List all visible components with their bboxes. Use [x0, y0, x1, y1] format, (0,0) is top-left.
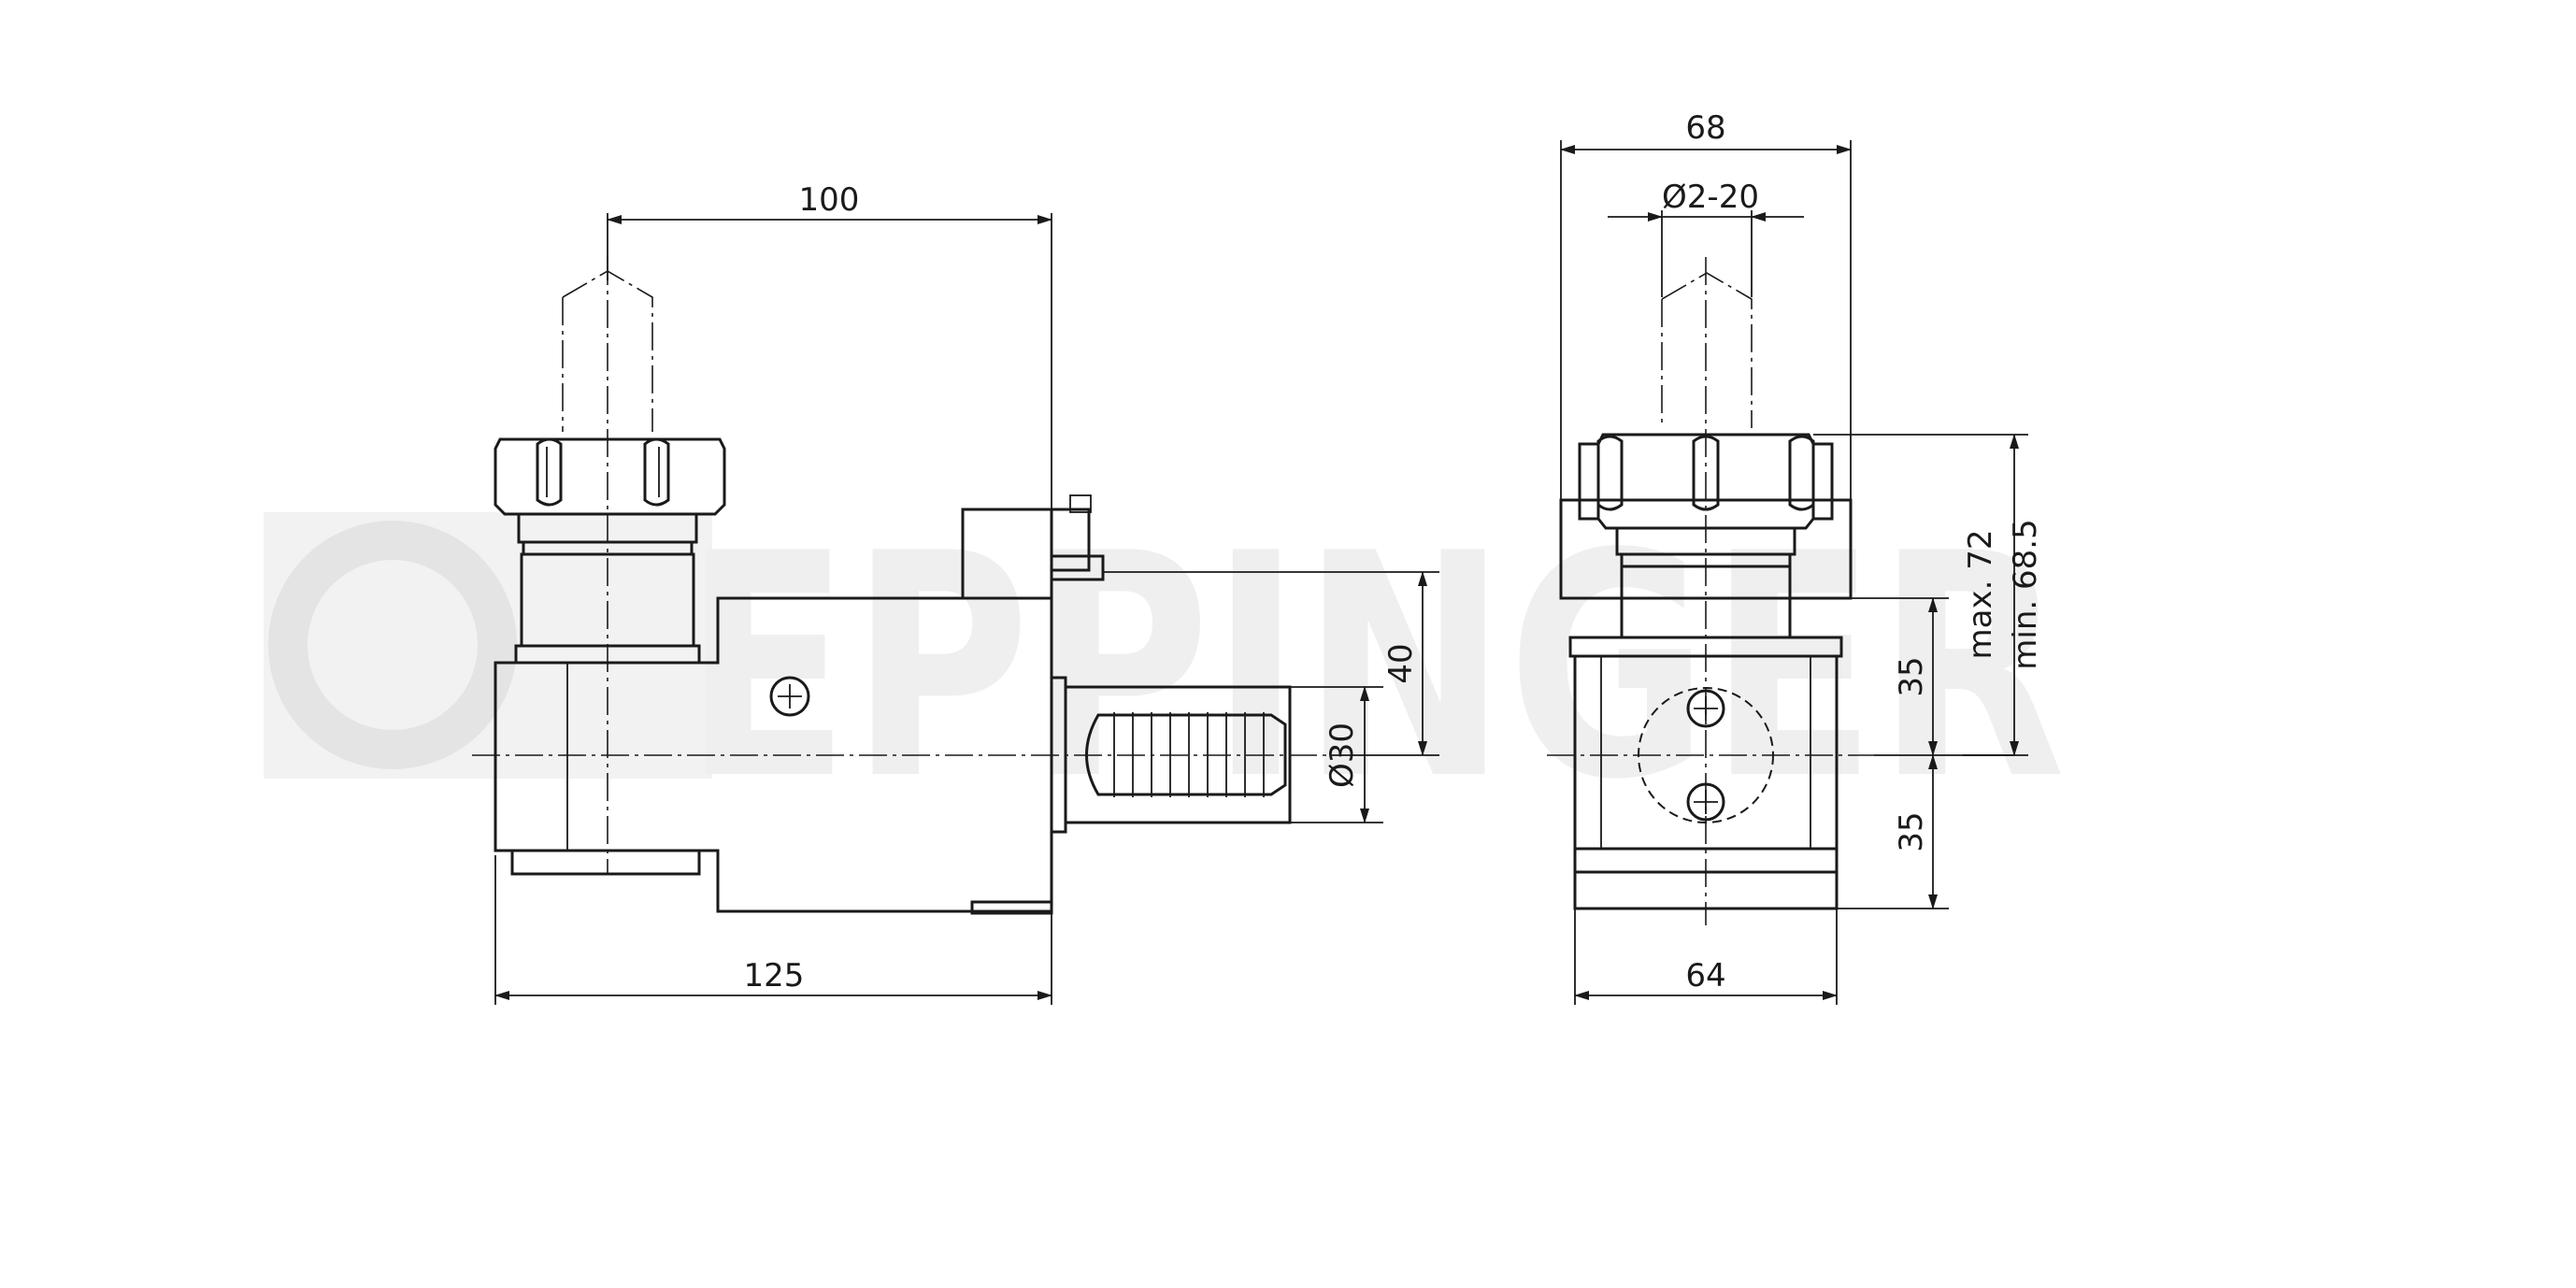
side-collet-nut: [494, 437, 726, 516]
dim-front-width-top: 68: [1685, 109, 1725, 147]
watermark-text: EPPINGER: [682, 488, 2066, 847]
dim-side-total: 125: [744, 957, 805, 995]
front-nut-slot: [1692, 435, 1720, 511]
front-view: 68 Ø2-20 64 35 35 max. 72 min. 68.5: [1547, 109, 2044, 1005]
front-tool-outline: [1661, 272, 1753, 428]
dim-max-length: max. 72: [1962, 530, 1999, 660]
side-housing-foot: [510, 849, 701, 876]
side-screw-hole: [769, 676, 810, 717]
dim-height-lower: 35: [1893, 811, 1930, 852]
dim-min-length: min. 68.5: [2007, 519, 2044, 669]
dim-height-upper: 35: [1893, 656, 1930, 696]
watermark-logo: EPPINGER: [264, 488, 2066, 847]
side-view: 100 125 Ø30 40: [472, 181, 1439, 1005]
side-tool-outline: [562, 270, 653, 432]
dim-shank-offset: 40: [1382, 643, 1420, 683]
dim-front-width-bottom: 64: [1685, 957, 1725, 995]
dim-collet-range: Ø2-20: [1662, 179, 1759, 216]
dim-side-length: 100: [799, 181, 860, 219]
side-nut-slots: [536, 437, 670, 507]
